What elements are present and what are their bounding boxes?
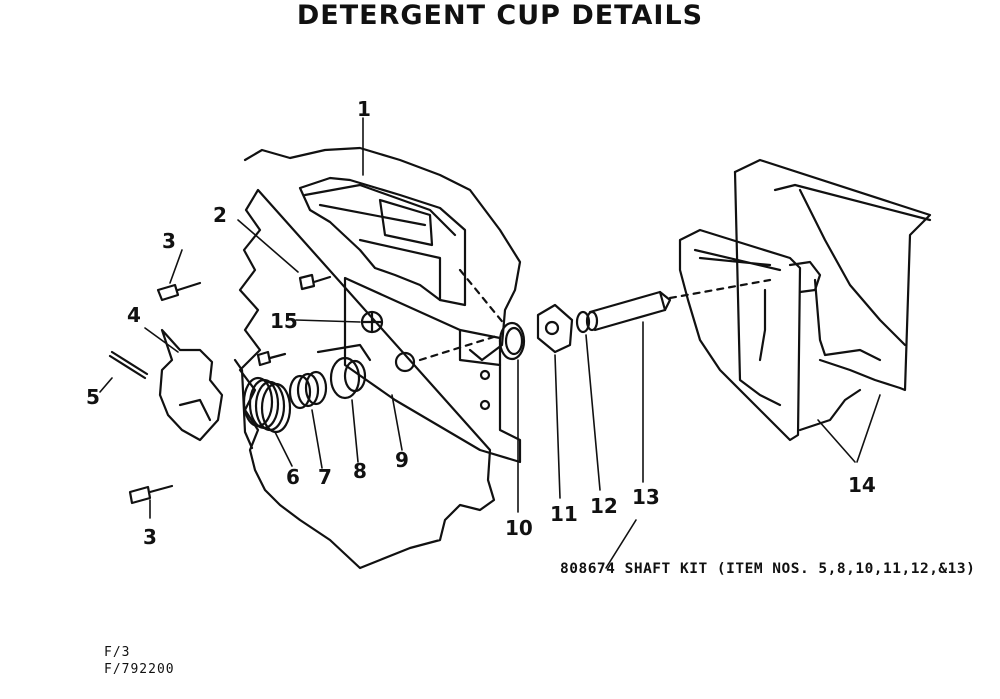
latch-part (158, 328, 224, 442)
callout-9: 9 (395, 448, 409, 472)
leader-lines (99, 117, 881, 569)
shaft-kit-note: 808674 SHAFT KIT (ITEM NOS. 5,8,10,11,12… (560, 561, 976, 577)
gasket-part (498, 321, 526, 361)
figure-ref: F/3 (104, 645, 131, 660)
callout-2: 2 (213, 203, 227, 227)
cup-housing (298, 176, 467, 307)
mounting-bracket (343, 276, 522, 464)
callout-3-bottom: 3 (143, 525, 157, 549)
washer-part (575, 310, 591, 334)
callout-10: 10 (505, 516, 533, 540)
detergent-cup (678, 158, 932, 442)
pin-part (108, 354, 147, 380)
callout-6: 6 (286, 465, 300, 489)
callout-11: 11 (550, 502, 578, 526)
callout-13: 13 (632, 485, 660, 509)
callout-8: 8 (353, 459, 367, 483)
callout-1: 1 (357, 97, 371, 121)
part-ref: F/792200 (104, 662, 175, 677)
callout-5: 5 (86, 385, 100, 409)
nut-part (536, 303, 574, 354)
door-panel-outline (238, 146, 522, 570)
callout-7: 7 (318, 465, 332, 489)
spring-part (233, 358, 292, 450)
callout-15: 15 (270, 309, 298, 333)
callout-4: 4 (127, 303, 141, 327)
seal-part (288, 370, 328, 410)
shaft-part (585, 290, 672, 332)
screw-part (128, 273, 332, 505)
bearing-part (316, 343, 372, 400)
callout-14: 14 (848, 473, 876, 497)
diagram-title: DETERGENT CUP DETAILS (296, 0, 704, 31)
callout-12: 12 (590, 494, 618, 518)
callout-3-top: 3 (162, 229, 176, 253)
